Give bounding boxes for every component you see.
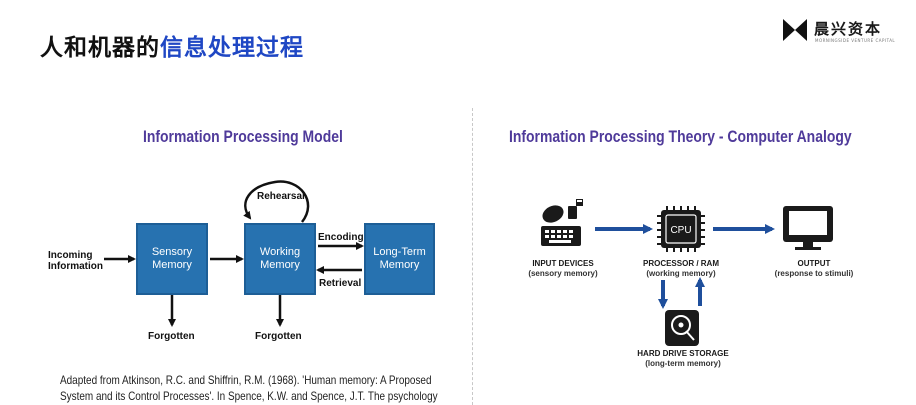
cpu-chip-icon xyxy=(657,206,705,252)
caption-line-1: Adapted from Atkinson, R.C. and Shiffrin… xyxy=(60,373,432,387)
output-caption: OUTPUT (response to stimuli) xyxy=(764,259,864,279)
incoming-information-label: Incoming Information xyxy=(48,250,103,272)
title-blue-part: 信息处理过程 xyxy=(160,35,304,61)
output-label: OUTPUT xyxy=(797,259,831,268)
right-panel-title: Information Processing Theory - Computer… xyxy=(509,127,852,146)
left-panel-title: Information Processing Model xyxy=(143,127,343,146)
encoding-label: Encoding xyxy=(318,232,364,243)
company-logo: 晨兴资本 MORNINGSIDE VENTURE CAPITAL xyxy=(782,16,902,46)
hard-drive-caption: HARD DRIVE STORAGE (long-term memory) xyxy=(628,349,738,369)
input-devices-icon xyxy=(541,199,583,246)
output-sub: (response to stimuli) xyxy=(774,269,854,278)
input-devices-label: INPUT DEVICES xyxy=(532,259,594,268)
logo-subtitle: MORNINGSIDE VENTURE CAPITAL xyxy=(815,38,896,43)
sensory-memory-box: Sensory Memory xyxy=(136,223,208,295)
monitor-icon xyxy=(783,206,833,250)
forgotten-label-working: Forgotten xyxy=(255,331,302,342)
logo-mark-icon xyxy=(783,19,807,41)
processor-label: PROCESSOR / RAM xyxy=(642,259,719,268)
rehearsal-label: Rehearsal xyxy=(257,191,305,202)
cpu-text: CPU xyxy=(670,225,691,236)
retrieval-label: Retrieval xyxy=(319,278,362,289)
processor-caption: PROCESSOR / RAM (working memory) xyxy=(636,259,726,279)
logo-name: 晨兴资本 xyxy=(814,20,883,38)
panel-divider xyxy=(472,108,473,405)
input-devices-caption: INPUT DEVICES (sensory memory) xyxy=(518,259,608,279)
hard-drive-icon xyxy=(665,310,699,346)
processor-sub: (working memory) xyxy=(646,269,716,278)
caption-line-2: System and its Control Processes'. In Sp… xyxy=(60,389,438,403)
citation-caption: Adapted from Atkinson, R.C. and Shiffrin… xyxy=(60,372,438,404)
rehearsal-loop-arrow xyxy=(243,180,310,223)
forgotten-label-sensory: Forgotten xyxy=(148,331,195,342)
working-memory-box: Working Memory xyxy=(244,223,316,295)
page-title: 人和机器的信息处理过程 xyxy=(40,28,304,62)
hard-drive-label: HARD DRIVE STORAGE xyxy=(637,349,729,358)
title-black-part: 人和机器的 xyxy=(40,35,160,61)
long-term-memory-box: Long-Term Memory xyxy=(364,223,435,295)
input-devices-sub: (sensory memory) xyxy=(528,269,598,278)
hard-drive-sub: (long-term memory) xyxy=(645,359,721,368)
